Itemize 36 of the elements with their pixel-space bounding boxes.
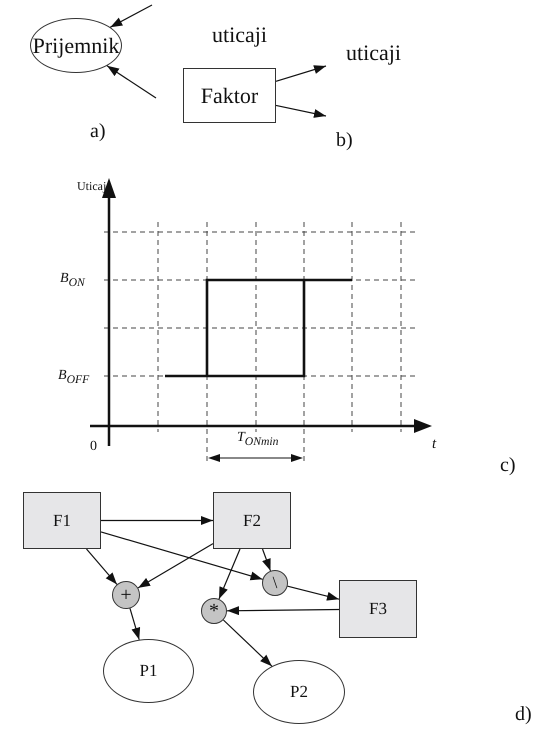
label-text: uticaji: [212, 24, 267, 46]
arrow: [276, 65, 326, 82]
operator-circle: +: [112, 581, 140, 609]
arrow: [106, 65, 156, 98]
dimension-label: T$_{ONmin}$: [237, 431, 278, 448]
ellipse-node: P2: [253, 660, 345, 724]
arrow: [276, 104, 326, 118]
arrow: [110, 4, 152, 28]
ellipse-node: Prijemnik: [30, 18, 122, 73]
axis-title: t: [432, 437, 436, 452]
axis-tick-label: 0: [90, 440, 97, 454]
process-box: F1: [23, 492, 101, 549]
panel-label: b): [336, 130, 353, 150]
arrow: [218, 548, 241, 600]
operator-circle: *: [201, 598, 227, 624]
operator-circle: \: [262, 570, 288, 596]
arrow: [100, 531, 263, 580]
process-box: Faktor: [183, 68, 276, 123]
process-box: F2: [213, 492, 291, 549]
axis-tick-label: B$_{OFF}$: [58, 369, 90, 386]
arrow: [86, 548, 118, 585]
label-text: uticaji: [346, 42, 401, 64]
panel-label: a): [90, 121, 106, 141]
panel-label: c): [500, 455, 516, 475]
process-box: F3: [339, 580, 417, 638]
arrow: [227, 606, 339, 616]
arrow: [138, 543, 214, 588]
panel-label: d): [515, 704, 532, 724]
arrow: [129, 608, 140, 640]
arrow: [262, 548, 272, 571]
axis-tick-label: B$_{ON}$: [60, 272, 85, 288]
arrow: [287, 586, 340, 601]
arrow: [101, 516, 213, 525]
arrow: [222, 620, 272, 667]
axis-title: Uticaj: [77, 180, 106, 192]
ellipse-node: P1: [103, 639, 194, 703]
